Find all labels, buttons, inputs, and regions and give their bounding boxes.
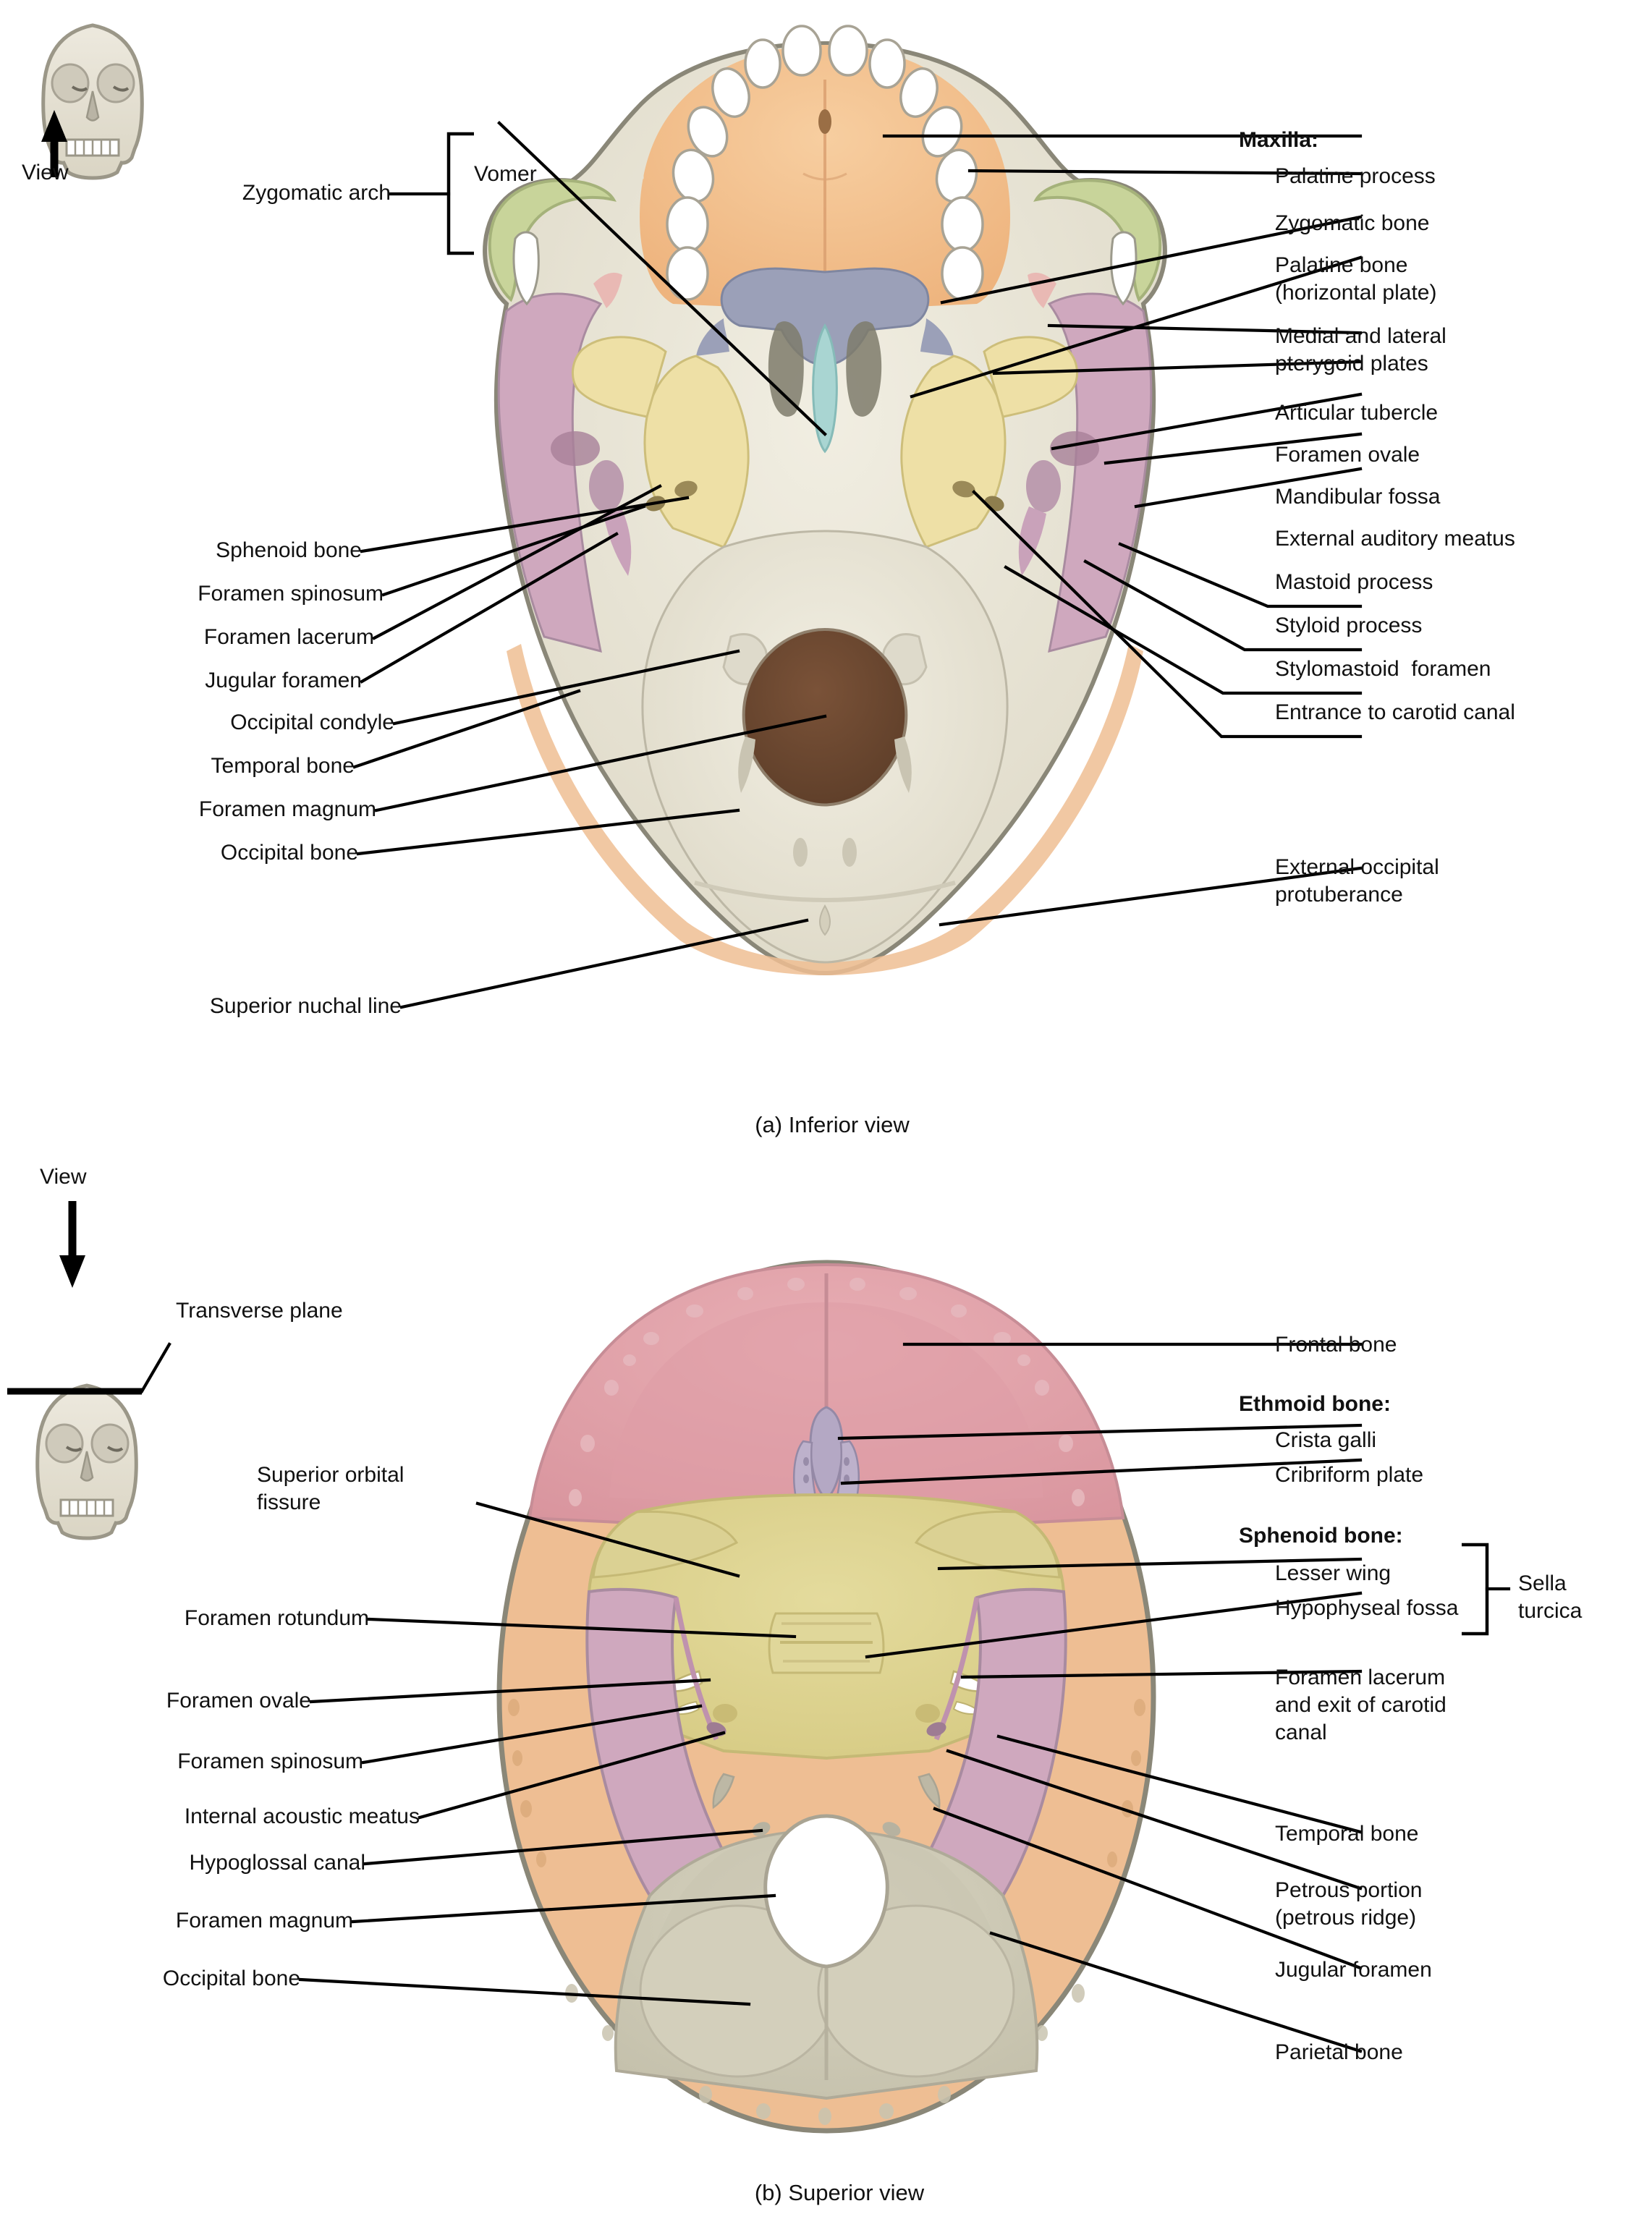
label-stylomastoid-foramen: Stylomastoid foramen — [1275, 657, 1491, 681]
label-superior-orbital-fissure: Superior orbital — [257, 1463, 404, 1487]
label-jugular-foramen: Jugular foramen — [205, 669, 362, 692]
view-arrow-up-icon — [41, 110, 67, 177]
label-superior-orbital-fissure-sub: fissure — [257, 1490, 321, 1514]
label-hypophyseal-fossa: Hypophyseal fossa — [1275, 1596, 1459, 1620]
label-entrance-carotid-canal: Entrance to carotid canal — [1275, 700, 1515, 724]
label-external-auditory-meatus: External auditory meatus — [1275, 527, 1515, 551]
panel-a-view-label: View — [22, 161, 69, 184]
label-palatine-bone-sub: (horizontal plate) — [1275, 281, 1437, 305]
label-parietal-bone: Parietal bone — [1275, 2040, 1403, 2064]
label-pterygoid-plates-sub: pterygoid plates — [1275, 352, 1428, 376]
label-internal-acoustic-meatus: Internal acoustic meatus — [184, 1804, 420, 1828]
label-temporal-bone-b: Temporal bone — [1275, 1822, 1419, 1846]
label-petrous-portion: Petrous portion — [1275, 1878, 1423, 1902]
label-foramen-rotundum: Foramen rotundum — [184, 1606, 369, 1630]
label-temporal-bone: Temporal bone — [211, 754, 355, 778]
label-occipital-bone-b: Occipital bone — [162, 1967, 300, 1990]
label-crista-galli: Crista galli — [1275, 1428, 1377, 1452]
sella-turcica-bracket — [1462, 1543, 1511, 1636]
label-palatine-process: Palatine process — [1275, 164, 1436, 188]
label-palatine-bone: Palatine bone — [1275, 253, 1408, 277]
label-foramen-lacerum-b-sub2: canal — [1275, 1721, 1327, 1744]
label-pterygoid-plates: Medial and lateral — [1275, 324, 1446, 348]
label-petrous-portion-sub: (petrous ridge) — [1275, 1906, 1417, 1930]
label-foramen-spinosum: Foramen spinosum — [198, 582, 384, 606]
leader-lines-a-left — [352, 484, 827, 1009]
label-foramen-magnum-b: Foramen magnum — [175, 1909, 353, 1933]
leader-lines-a-right — [882, 134, 1363, 927]
leader-line-vomer — [497, 121, 827, 436]
label-foramen-spinosum-b: Foramen spinosum — [177, 1749, 363, 1773]
label-superior-nuchal-line: Superior nuchal line — [209, 994, 402, 1018]
label-mastoid-process: Mastoid process — [1275, 570, 1433, 594]
label-zygomatic-arch: Zygomatic arch — [242, 181, 391, 205]
label-external-occipital-protuberance-sub: protuberance — [1275, 883, 1403, 907]
label-foramen-ovale-a: Foramen ovale — [1275, 443, 1420, 467]
label-transverse-plane: Transverse plane — [176, 1299, 343, 1323]
label-hypoglossal-canal: Hypoglossal canal — [189, 1851, 365, 1875]
panel-b-view-label: View — [40, 1165, 87, 1189]
zygomatic-arch-bracket — [389, 132, 474, 255]
label-maxilla-group: Maxilla: — [1239, 128, 1319, 152]
leader-lines-b-left — [298, 1501, 797, 2006]
label-sella: Sella — [1518, 1571, 1567, 1595]
label-sphenoid-bone-group: Sphenoid bone: — [1239, 1524, 1403, 1548]
label-styloid-process: Styloid process — [1275, 614, 1423, 637]
transverse-plane-indicator — [7, 1342, 171, 1395]
leader-lines-b-right — [837, 1342, 1363, 2053]
label-foramen-lacerum-b-sub1: and exit of carotid — [1275, 1693, 1446, 1717]
label-sphenoid-bone: Sphenoid bone — [216, 538, 362, 562]
label-occipital-bone: Occipital bone — [220, 841, 358, 865]
label-frontal-bone: Frontal bone — [1275, 1333, 1397, 1357]
label-foramen-lacerum: Foramen lacerum — [203, 625, 374, 649]
label-cribriform-plate: Cribriform plate — [1275, 1463, 1424, 1487]
label-jugular-foramen-b: Jugular foramen — [1275, 1958, 1432, 1982]
skull-superior-view-illustration — [496, 1260, 1156, 2179]
label-turcica: turcica — [1518, 1599, 1583, 1623]
label-ethmoid-bone-group: Ethmoid bone: — [1239, 1392, 1391, 1416]
teeth — [666, 25, 984, 301]
view-arrow-down-icon — [59, 1201, 85, 1288]
label-articular-tubercle: Articular tubercle — [1275, 401, 1439, 425]
label-occipital-condyle: Occipital condyle — [230, 710, 394, 734]
label-zygomatic-bone: Zygomatic bone — [1275, 211, 1430, 235]
label-vomer: Vomer — [474, 162, 537, 186]
skull-inferior-view-illustration — [483, 25, 1167, 976]
label-foramen-magnum: Foramen magnum — [198, 797, 376, 821]
panel-a-caption: (a) Inferior view — [755, 1112, 910, 1137]
label-external-occipital-protuberance: External occipital — [1275, 855, 1439, 879]
reference-skull-inferior — [41, 23, 144, 180]
label-foramen-lacerum-b: Foramen lacerum — [1275, 1666, 1446, 1689]
reference-skull-superior — [35, 1383, 138, 1540]
label-mandibular-fossa: Mandibular fossa — [1275, 485, 1441, 509]
label-lesser-wing: Lesser wing — [1275, 1561, 1392, 1585]
panel-b-caption: (b) Superior view — [754, 2180, 925, 2205]
label-foramen-ovale-b: Foramen ovale — [166, 1689, 311, 1713]
